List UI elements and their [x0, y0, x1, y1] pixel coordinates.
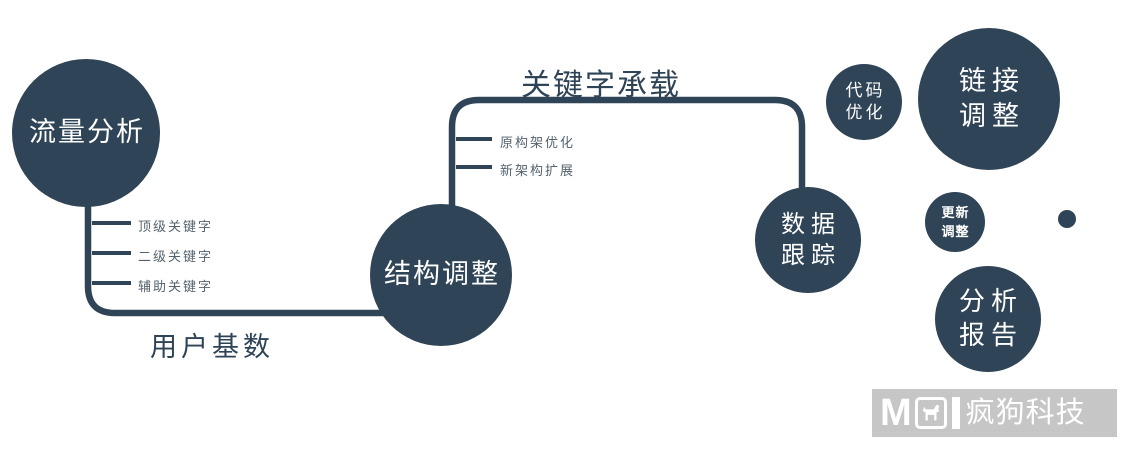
node-label-line1: 代码 — [845, 80, 886, 100]
node-code-optimization: 代码 优化 — [826, 64, 902, 140]
node-label-line2: 报告 — [958, 320, 1023, 350]
edge-label-keyword-carry: 关键字承载 — [521, 69, 681, 102]
node-label-line2: 调整 — [959, 101, 1025, 131]
node-analysis-report: 分析 报告 — [935, 266, 1041, 372]
dog-icon-glyph — [922, 404, 939, 421]
edge-label-user-base: 用户基数 — [150, 332, 274, 362]
node-link-adjustment: 链接 调整 — [918, 28, 1060, 170]
logo-letter: M — [880, 392, 912, 434]
node-label-line1: 分析 — [958, 286, 1023, 317]
node-label-line1: 链接 — [959, 65, 1025, 96]
node-label-line2: 跟踪 — [781, 242, 841, 269]
branch-label-secondary-keywords: 二级关键字 — [138, 249, 214, 264]
branch-label-original-framework: 原构架优化 — [500, 135, 576, 150]
logo-divider — [951, 397, 960, 429]
branch-label-auxiliary-keywords: 辅助关键字 — [138, 279, 214, 294]
logo-brand-text: 疯狗科技 — [965, 396, 1086, 429]
brand-logo: M 疯狗科技 — [872, 389, 1117, 437]
node-label-line2: 调整 — [941, 224, 970, 239]
node-structure-adjustment: 结构调整 — [370, 204, 512, 346]
branch-label-new-framework: 新架构扩展 — [500, 163, 576, 178]
dog-icon — [914, 397, 947, 429]
node-label-line2: 优化 — [845, 103, 886, 122]
accent-dot — [1058, 210, 1076, 228]
branch-label-top-keywords: 顶级关键字 — [138, 219, 214, 234]
node-label-line1: 更新 — [941, 204, 970, 220]
node-label: 结构调整 — [384, 259, 500, 290]
edge-structure-to-data — [448, 96, 806, 212]
node-label-line1: 数据 — [781, 210, 841, 238]
node-label: 流量分析 — [29, 117, 145, 148]
node-data-tracking: 数据 跟踪 — [755, 187, 861, 293]
node-traffic-analysis: 流量分析 — [12, 59, 160, 207]
edge-traffic-to-structure — [84, 198, 384, 317]
node-update-adjustment: 更新 调整 — [925, 192, 985, 252]
